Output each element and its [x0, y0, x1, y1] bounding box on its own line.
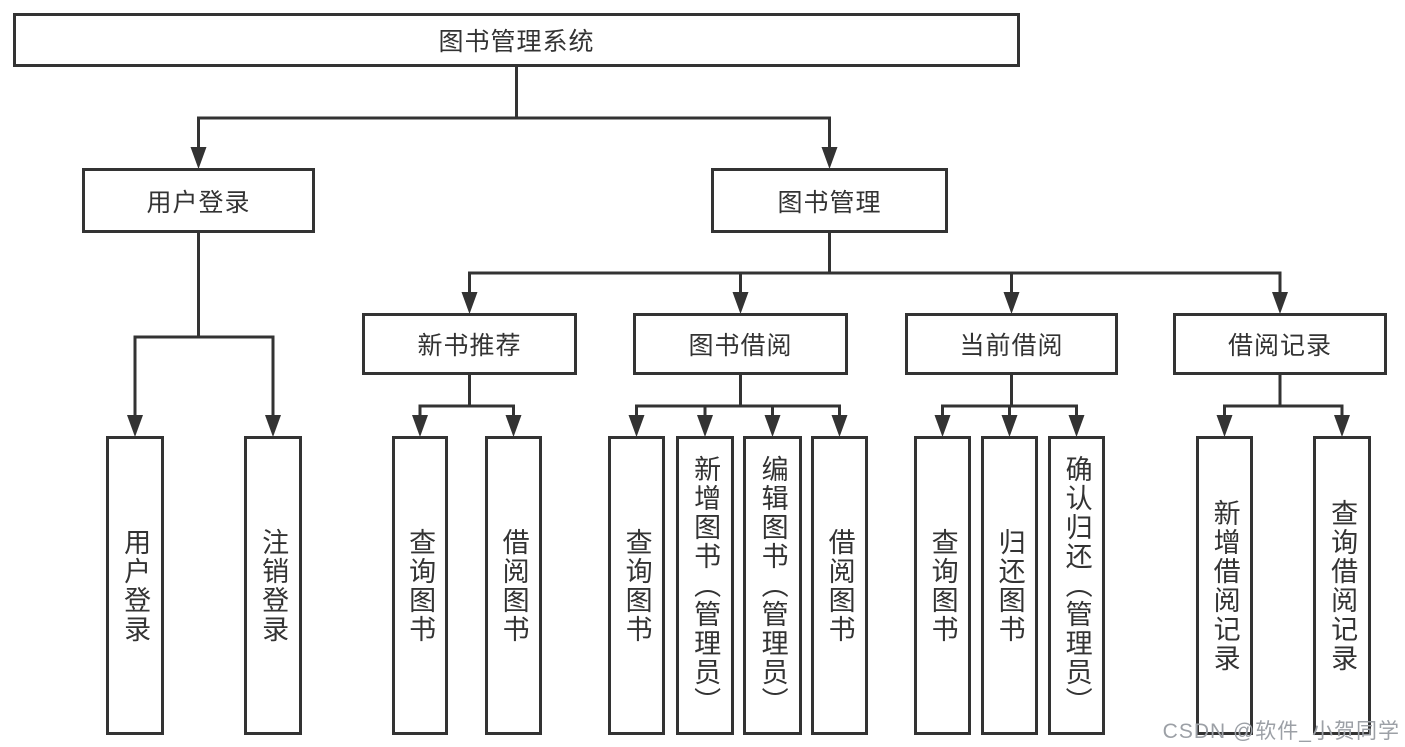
node-label-b-lend: 借阅图书 — [824, 527, 855, 644]
arrowhead-icon — [412, 415, 428, 437]
node-label-mgmt: 图书管理 — [777, 188, 882, 217]
node-label-r-add: 新增借阅记录 — [1209, 498, 1240, 673]
node-r-query: 查询借阅记录 — [1313, 436, 1371, 735]
node-label-current: 当前借阅 — [959, 332, 1064, 360]
arrowhead-icon — [628, 415, 645, 437]
arrowhead-icon — [1003, 292, 1020, 314]
node-b-lend: 借阅图书 — [811, 436, 868, 735]
node-label-borrow: 图书借阅 — [688, 332, 793, 360]
node-label-nb-query: 查询图书 — [405, 527, 436, 644]
arrowhead-icon — [821, 147, 838, 169]
arrowhead-icon — [764, 415, 781, 437]
watermark: CSDN @软件_小贺同学 — [1162, 720, 1400, 743]
arrowhead-icon — [505, 415, 522, 437]
arrowhead-icon — [1068, 415, 1085, 437]
node-nb-borrow: 借阅图书 — [485, 436, 542, 735]
node-label-nb-borrow: 借阅图书 — [498, 527, 529, 644]
node-root: 图书管理系统 — [13, 13, 1020, 67]
node-borrow: 图书借阅 — [633, 313, 848, 375]
node-logout: 注销登录 — [244, 436, 302, 735]
node-b-query: 查询图书 — [608, 436, 665, 735]
node-c-confirm: 确认归还（管理员） — [1048, 436, 1105, 735]
arrowhead-icon — [265, 415, 281, 437]
node-label-c-return: 归还图书 — [994, 527, 1025, 644]
node-r-add: 新增借阅记录 — [1196, 436, 1253, 735]
node-label-c-confirm: 确认归还（管理员） — [1061, 455, 1092, 716]
arrowhead-icon — [1001, 415, 1018, 437]
node-c-query: 查询图书 — [914, 436, 971, 735]
node-b-add: 新增图书（管理员） — [676, 436, 734, 735]
node-label-b-query: 查询图书 — [621, 527, 652, 644]
node-nb-query: 查询图书 — [392, 436, 448, 735]
node-label-login: 用户登录 — [146, 188, 251, 217]
node-label-newbook: 新书推荐 — [417, 332, 522, 360]
node-user-login: 用户登录 — [106, 436, 164, 735]
arrowhead-icon — [831, 415, 848, 437]
node-current: 当前借阅 — [905, 313, 1118, 375]
arrowhead-icon — [1216, 415, 1233, 437]
node-login: 用户登录 — [82, 168, 315, 233]
node-label-root: 图书管理系统 — [438, 28, 595, 56]
arrowhead-icon — [127, 415, 143, 437]
arrowhead-icon — [934, 415, 951, 437]
arrowhead-icon — [190, 147, 207, 169]
node-label-b-edit: 编辑图书（管理员） — [757, 455, 788, 716]
arrowhead-icon — [1272, 292, 1288, 314]
arrowhead-icon — [1334, 415, 1350, 437]
node-label-logout: 注销登录 — [258, 527, 289, 644]
arrowhead-icon — [461, 292, 478, 314]
node-label-c-query: 查询图书 — [927, 527, 958, 644]
node-b-edit: 编辑图书（管理员） — [743, 436, 802, 735]
node-c-return: 归还图书 — [981, 436, 1038, 735]
node-records: 借阅记录 — [1173, 313, 1387, 375]
node-newbook: 新书推荐 — [362, 313, 577, 375]
arrowhead-icon — [697, 415, 713, 437]
node-label-records: 借阅记录 — [1227, 332, 1332, 360]
node-label-user-login: 用户登录 — [120, 527, 151, 644]
arrowhead-icon — [732, 292, 749, 314]
node-label-r-query: 查询借阅记录 — [1327, 498, 1358, 673]
node-mgmt: 图书管理 — [711, 168, 948, 233]
node-label-b-add: 新增图书（管理员） — [690, 455, 721, 716]
